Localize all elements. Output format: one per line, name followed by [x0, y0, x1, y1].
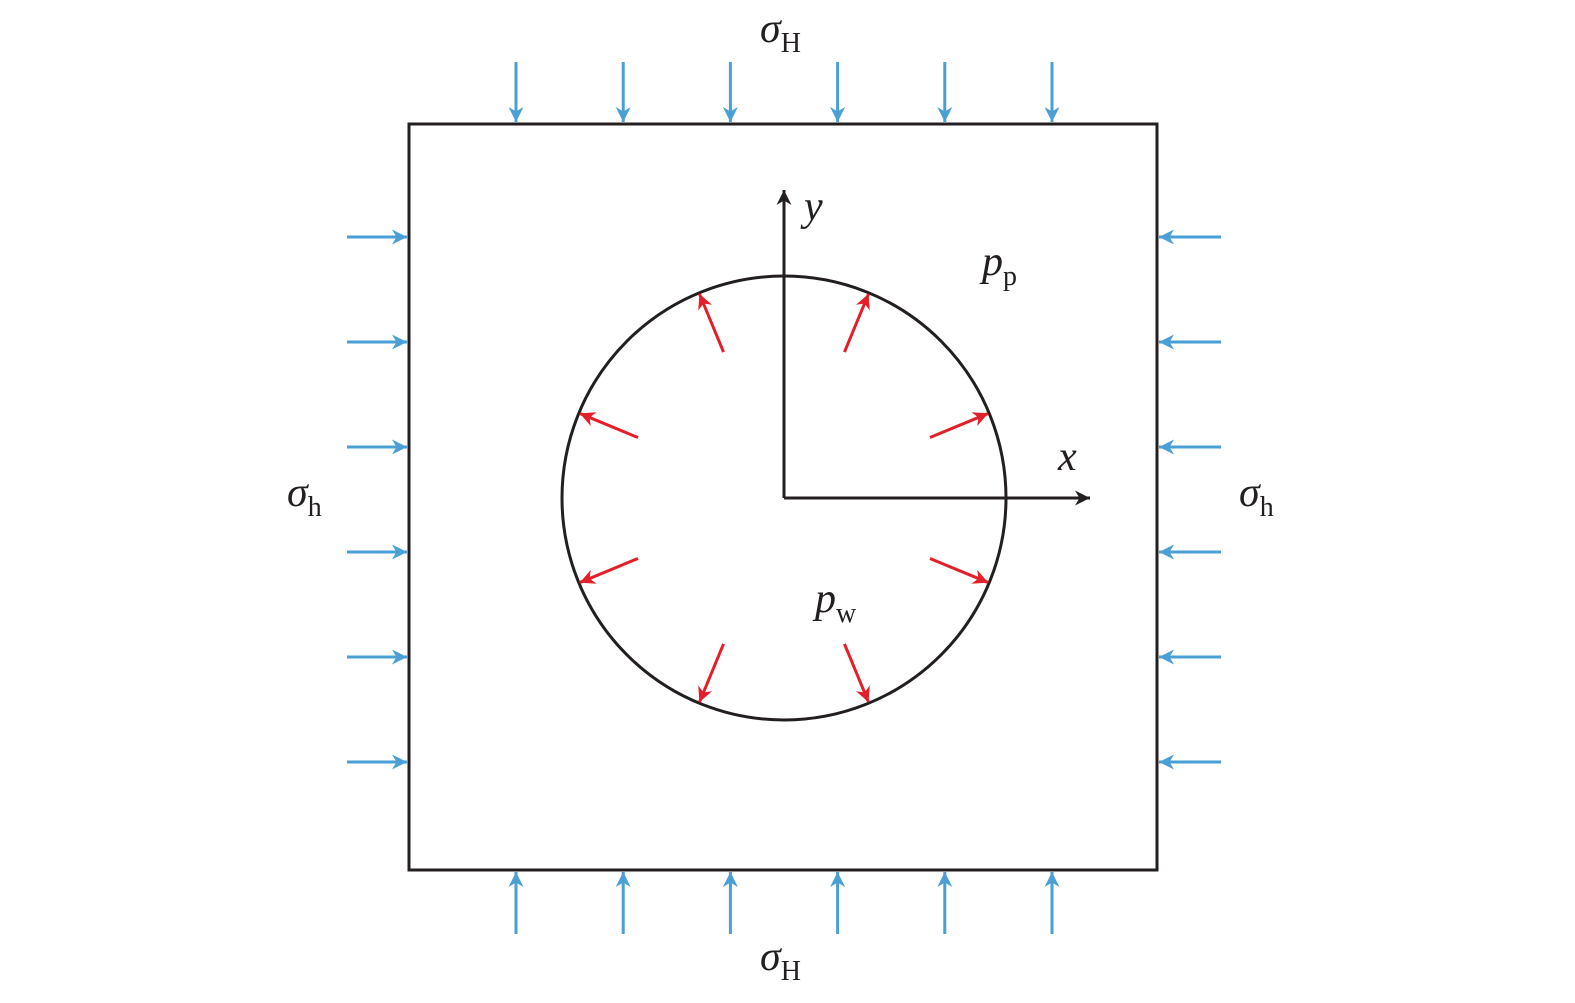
well-pressure-label: pw: [812, 576, 857, 629]
sigma-H-bottom-label: σH: [760, 934, 801, 987]
y-axis-label: y: [800, 184, 823, 230]
well-pressure-arrow: [698, 643, 725, 703]
well-pressure-arrow: [698, 293, 725, 353]
well-pressure-arrow: [843, 643, 870, 703]
well-pressure-arrow: [929, 557, 989, 584]
well-pressure-arrow: [579, 557, 639, 584]
well-pressure-arrow: [579, 412, 639, 439]
sigma-h-left-label: σh: [287, 470, 322, 523]
rock-block-boundary: [407, 122, 1159, 872]
pore-pressure-label: pp: [979, 239, 1017, 292]
well-pressure-arrow: [843, 293, 870, 353]
sigma-h-right-label: σh: [1239, 470, 1274, 523]
x-axis-label: x: [1057, 434, 1077, 480]
sigma-H-top-label: σH: [760, 6, 801, 59]
well-pressure-arrow: [929, 412, 989, 439]
